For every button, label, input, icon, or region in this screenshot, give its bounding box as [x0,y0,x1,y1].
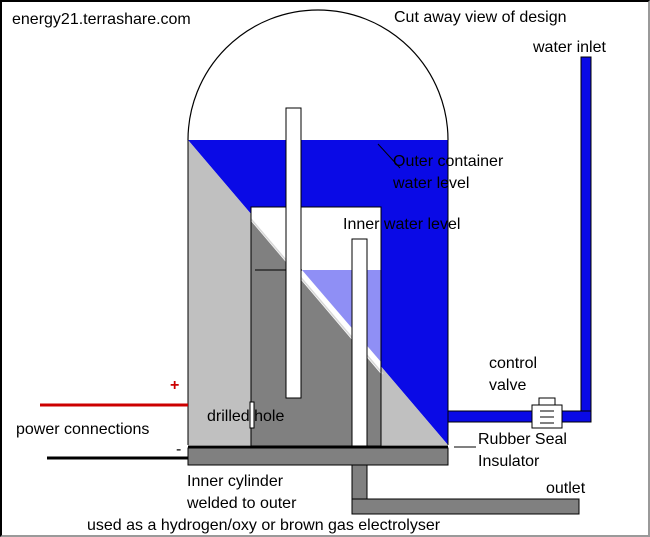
inlet-pipe-horizontal [447,410,592,423]
inner-water-level-label: Inner water level [343,216,461,233]
drilled-hole-label: drilled hole [207,408,285,425]
gas-tube-vertical-lower [351,464,368,502]
rubber-seal-label-line1: Rubber Seal [478,431,567,448]
outer-water-level-label-line1: Outer container [393,153,504,170]
inlet-pipe-vertical [580,56,592,423]
water-inlet-label: water inlet [533,39,606,56]
dome-outline [187,9,449,141]
inner-cylinder-dark [251,221,381,465]
control-valve-icon [531,397,563,429]
control-valve-label-line2: valve [489,377,527,394]
site-url: energy21.terrashare.com [12,11,191,28]
drilled-hole [249,401,255,429]
rubber-seal-base [187,447,449,466]
caption: used as a hydrogen/oxy or brown gas elec… [87,517,441,534]
rubber-seal-label-line2: Insulator [478,453,540,470]
outlet-pipe [351,498,580,515]
positive-terminal-sign: + [170,377,180,394]
outer-water-level-label-line2: water level [393,175,470,192]
inner-cylinder-label-line2: welded to outer [187,495,297,512]
negative-terminal-sign: - [176,441,182,458]
inner-cylinder-label-line1: Inner cylinder [187,473,284,490]
diagram-title: Cut away view of design [394,9,567,26]
control-valve-label-line1: control [489,355,538,372]
outlet-label: outlet [546,480,586,497]
power-connections-label: power connections [16,421,150,438]
outer-level-leader [377,143,401,169]
center-electrode [285,107,302,399]
